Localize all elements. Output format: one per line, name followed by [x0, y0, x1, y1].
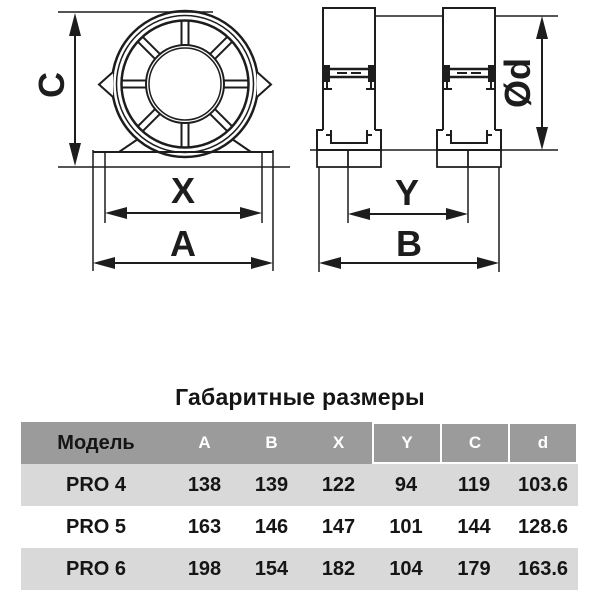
- right-foot-channel: [446, 130, 492, 144]
- dim-c-arrow-down: [69, 143, 81, 166]
- right-base-plate: [436, 149, 502, 168]
- dim-y-arrow-left: [348, 208, 370, 220]
- y-extension-lines: [347, 167, 469, 223]
- value-cell-b: 139: [254, 473, 289, 496]
- fan-middle-ring: [115, 14, 255, 154]
- right-clip: [256, 71, 273, 98]
- fan-hub-inner: [148, 47, 222, 121]
- value-cell-c: 179: [457, 557, 491, 580]
- fan-inner-rim: [120, 19, 250, 149]
- value-cell-b: 146: [254, 515, 289, 538]
- value-cell-d: 103.6: [517, 473, 569, 496]
- dim-a-arrow-left: [93, 257, 115, 269]
- dim-b-arrow-right: [477, 257, 499, 269]
- fan-spokes: [121, 20, 249, 148]
- dim-d-arrow-down: [536, 127, 548, 150]
- column-header-c: C: [440, 422, 508, 464]
- model-cell: PRO 4: [65, 473, 127, 496]
- fan-dimension-drawing: C X A Y B Ød: [31, 7, 558, 272]
- value-cell-c: 144: [457, 515, 491, 538]
- dim-b-arrow-left: [319, 257, 341, 269]
- left-clip: [97, 71, 114, 98]
- fan-outer-ring: [110, 9, 260, 159]
- table-row-pro5: PRO 5 163 146 147 101 144 128.6: [21, 506, 578, 548]
- fan-hub-outer: [145, 44, 225, 124]
- column-header-d: d: [508, 422, 578, 464]
- front-view-drawing: [58, 9, 290, 271]
- dim-x-arrow-left: [105, 207, 127, 219]
- dim-label-c: C: [31, 72, 72, 98]
- left-foot: [316, 129, 382, 151]
- right-clamp: [442, 65, 496, 90]
- plate-inner-edges: [104, 152, 263, 223]
- left-base-plate: [316, 149, 382, 168]
- column-header-x: X: [332, 433, 345, 452]
- value-cell-a: 138: [187, 473, 222, 496]
- dimensions-table: Модель A B X Y C d PRO 4 138 139 122 94 …: [21, 422, 578, 590]
- right-foot: [436, 129, 502, 151]
- dim-label-b: B: [396, 223, 422, 264]
- dim-a-arrow-right: [251, 257, 273, 269]
- value-cell-d: 163.6: [517, 557, 569, 580]
- dim-x-arrow-right: [240, 207, 262, 219]
- value-cell-y: 104: [389, 557, 423, 580]
- column-header-y: Y: [372, 422, 440, 464]
- plate-outer-edges: [92, 150, 274, 271]
- value-cell-b: 154: [254, 557, 289, 580]
- value-cell-x: 147: [321, 515, 356, 538]
- dim-label-diameter: Ød: [497, 58, 538, 108]
- value-cell-a: 163: [187, 515, 222, 538]
- value-cell-a: 198: [187, 557, 222, 580]
- value-cell-d: 128.6: [517, 515, 569, 538]
- left-flange: [322, 7, 376, 130]
- table-row-pro6: PRO 6 198 154 182 104 179 163.6: [21, 548, 578, 590]
- dim-y-arrow-right: [446, 208, 468, 220]
- section-title: Габаритные размеры: [175, 384, 425, 410]
- left-clamp: [322, 65, 376, 90]
- value-cell-c: 119: [457, 473, 491, 496]
- column-header-b: B: [265, 433, 278, 452]
- value-cell-x: 182: [321, 557, 356, 580]
- dim-label-a: A: [170, 223, 196, 264]
- table-header-row: Модель A B X Y C d: [21, 422, 578, 464]
- right-flange: [442, 7, 496, 130]
- table-row-pro4: PRO 4 138 139 122 94 119 103.6: [21, 464, 578, 506]
- bracket-diagonals: [118, 138, 252, 153]
- dim-label-x: X: [171, 170, 195, 211]
- dim-label-y: Y: [395, 172, 419, 213]
- side-view-drawing: [310, 7, 558, 272]
- dim-c-arrow-up: [69, 13, 81, 36]
- value-cell-y: 94: [394, 473, 418, 496]
- dim-d-arrow-up: [536, 16, 548, 39]
- column-header-a: A: [198, 433, 211, 452]
- model-cell: PRO 6: [65, 557, 127, 580]
- column-header-model: Модель: [57, 431, 135, 454]
- b-extension-lines: [318, 167, 500, 272]
- model-cell: PRO 5: [65, 515, 127, 538]
- value-cell-x: 122: [321, 473, 356, 496]
- left-foot-channel: [326, 130, 372, 144]
- value-cell-y: 101: [389, 515, 423, 538]
